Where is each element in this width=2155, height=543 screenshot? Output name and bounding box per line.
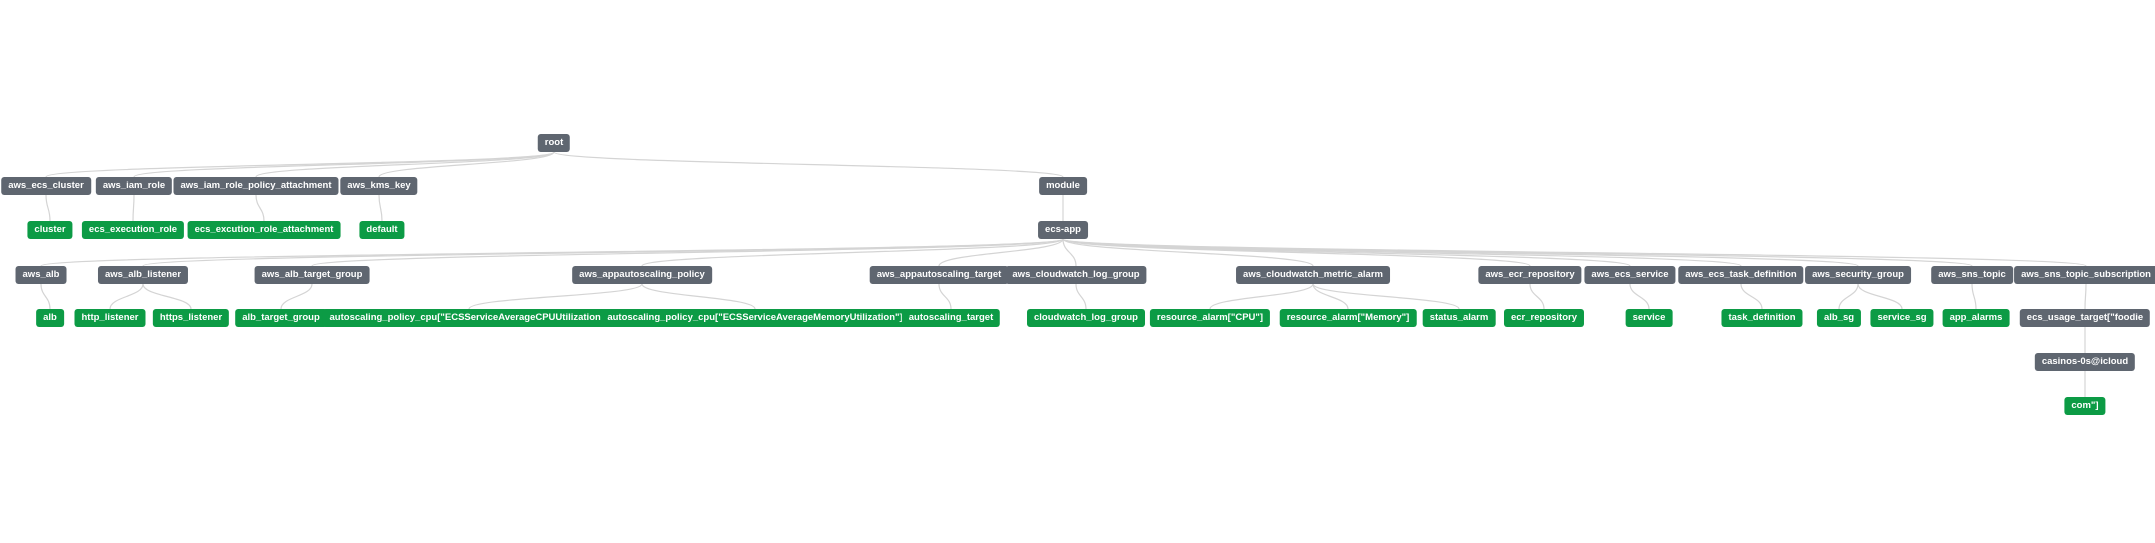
edge-root-to-module	[553, 151, 1064, 178]
node-root[interactable]: root	[537, 134, 571, 152]
edge-aws_ecs_task_definition-to-task_definition	[1740, 283, 1763, 310]
node-service[interactable]: service	[1625, 309, 1673, 327]
edge-ecs-app-to-aws_alb	[40, 238, 1064, 267]
edge-aws_alb-to-alb	[40, 283, 51, 310]
edge-aws_ecs_service-to-service	[1629, 283, 1650, 310]
edge-aws_security_group-to-alb_sg	[1838, 283, 1859, 310]
node-aws-cloudwatch-metric-alarm[interactable]: aws_cloudwatch_metric_alarm	[1236, 266, 1390, 284]
edge-aws_cloudwatch_log_group-to-cloudwatch_log_group	[1075, 283, 1087, 310]
edge-root-to-aws_ecs_cluster	[45, 151, 555, 178]
node-aws-appautoscaling-policy[interactable]: aws_appautoscaling_policy	[572, 266, 712, 284]
edge-aws_iam_role-to-ecs_execution_role	[132, 194, 135, 222]
edge-ecs-app-to-aws_cloudwatch_log_group	[1062, 238, 1077, 267]
node-aws-ecr-repository[interactable]: aws_ecr_repository	[1478, 266, 1582, 284]
node-task-definition[interactable]: task_definition	[1721, 309, 1803, 327]
node-aws-kms-key[interactable]: aws_kms_key	[340, 177, 418, 195]
edge-aws_sns_topic-to-app_alarms	[1971, 283, 1977, 310]
node-resource-alarm-memory[interactable]: resource_alarm["Memory"]	[1279, 309, 1417, 327]
node-com[interactable]: com"]	[2064, 397, 2106, 415]
edge-aws_cloudwatch_metric_alarm-to-resource_alarm_cpu	[1209, 283, 1314, 310]
node-ecs-app[interactable]: ecs-app	[1038, 221, 1088, 239]
node-module[interactable]: module	[1039, 177, 1087, 195]
node-app-alarms[interactable]: app_alarms	[1942, 309, 2010, 327]
edge-aws_cloudwatch_metric_alarm-to-status_alarm	[1312, 283, 1460, 310]
edge-aws_kms_key-to-default	[378, 194, 383, 222]
edge-aws_iam_role_policy_attachment-to-ecs_excution_role_attachment	[255, 194, 265, 222]
edge-ecs-app-to-aws_appautoscaling_policy	[641, 238, 1064, 267]
node-default[interactable]: default	[359, 221, 405, 239]
edge-ecs-app-to-aws_alb_listener	[142, 238, 1064, 267]
edge-root-to-aws_iam_role_policy_attachment	[255, 151, 555, 178]
node-alb[interactable]: alb	[36, 309, 64, 327]
node-aws-iam-role-policy-attachment[interactable]: aws_iam_role_policy_attachment	[173, 177, 339, 195]
edge-ecs-app-to-aws_alb_target_group	[311, 238, 1064, 267]
node-ecs-excution-role-attachment[interactable]: ecs_excution_role_attachment	[187, 221, 341, 239]
node-aws-iam-role[interactable]: aws_iam_role	[95, 177, 173, 195]
edge-aws_sns_topic_subscription-to-ecs_usage_target	[2084, 283, 2087, 310]
node-casinos-icloud[interactable]: casinos-0s@icloud	[2034, 353, 2136, 371]
node-aws-ecs-task-definition[interactable]: aws_ecs_task_definition	[1678, 266, 1804, 284]
node-resource-alarm-cpu[interactable]: resource_alarm["CPU"]	[1149, 309, 1271, 327]
node-aws-ecs-service[interactable]: aws_ecs_service	[1584, 266, 1676, 284]
node-ecs-execution-role[interactable]: ecs_execution_role	[81, 221, 185, 239]
node-aws-security-group[interactable]: aws_security_group	[1805, 266, 1911, 284]
edge-aws_security_group-to-service_sg	[1857, 283, 1903, 310]
edge-ecs-app-to-aws_appautoscaling_target	[938, 238, 1064, 267]
edge-ecs-app-to-aws_ecs_task_definition	[1062, 238, 1742, 267]
node-aws-alb-target-group[interactable]: aws_alb_target_group	[254, 266, 370, 284]
node-ecr-repository[interactable]: ecr_repository	[1503, 309, 1585, 327]
node-autoscaling-target[interactable]: autoscaling_target	[901, 309, 1001, 327]
edge-aws_appautoscaling_policy-to-autoscaling_policy_mem	[641, 283, 756, 310]
edge-ecs-app-to-aws_cloudwatch_metric_alarm	[1062, 238, 1314, 267]
node-autoscaling-policy-cpu[interactable]: autoscaling_policy_cpu["ECSServiceAverag…	[322, 309, 616, 327]
node-autoscaling-policy-memory[interactable]: autoscaling_policy_cpu["ECSServiceAverag…	[600, 309, 910, 327]
node-aws-alb-listener[interactable]: aws_alb_listener	[97, 266, 189, 284]
node-ecs-usage-target[interactable]: ecs_usage_target["foodie	[2019, 309, 2151, 327]
node-https-listener[interactable]: https_listener	[152, 309, 230, 327]
edge-aws_appautoscaling_target-to-autoscaling_target	[938, 283, 952, 310]
node-cloudwatch-log-group[interactable]: cloudwatch_log_group	[1027, 309, 1145, 327]
node-http-listener[interactable]: http_listener	[74, 309, 146, 327]
edge-aws_alb_target_group-to-alb_target_group	[280, 283, 313, 310]
edge-aws_alb_listener-to-https_listener	[142, 283, 192, 310]
node-cluster[interactable]: cluster	[27, 221, 73, 239]
edge-root-to-aws_kms_key	[378, 151, 555, 178]
node-aws-sns-topic[interactable]: aws_sns_topic	[1931, 266, 2013, 284]
edge-aws_ecr_repository-to-ecr_repository	[1529, 283, 1545, 310]
node-aws-ecs-cluster[interactable]: aws_ecs_cluster	[1, 177, 91, 195]
node-alb-target-group[interactable]: alb_target_group	[235, 309, 327, 327]
edge-aws_cloudwatch_metric_alarm-to-resource_alarm_memory	[1312, 283, 1349, 310]
node-alb-sg[interactable]: alb_sg	[1816, 309, 1862, 327]
edge-aws_ecs_cluster-to-cluster	[45, 194, 51, 222]
edge-aws_alb_listener-to-http_listener	[109, 283, 144, 310]
node-aws-sns-topic-subscription[interactable]: aws_sns_topic_subscription	[2014, 266, 2155, 284]
edge-ecs-app-to-aws_sns_topic_subscription	[1062, 238, 2087, 267]
node-aws-cloudwatch-log-group[interactable]: aws_cloudwatch_log_group	[1005, 266, 1147, 284]
node-status-alarm[interactable]: status_alarm	[1422, 309, 1496, 327]
edge-aws_appautoscaling_policy-to-autoscaling_policy_cpu	[468, 283, 643, 310]
node-aws-alb[interactable]: aws_alb	[15, 266, 67, 284]
node-aws-appautoscaling-target[interactable]: aws_appautoscaling_target	[869, 266, 1009, 284]
edge-root-to-aws_iam_role	[133, 151, 555, 178]
node-service-sg[interactable]: service_sg	[1870, 309, 1934, 327]
